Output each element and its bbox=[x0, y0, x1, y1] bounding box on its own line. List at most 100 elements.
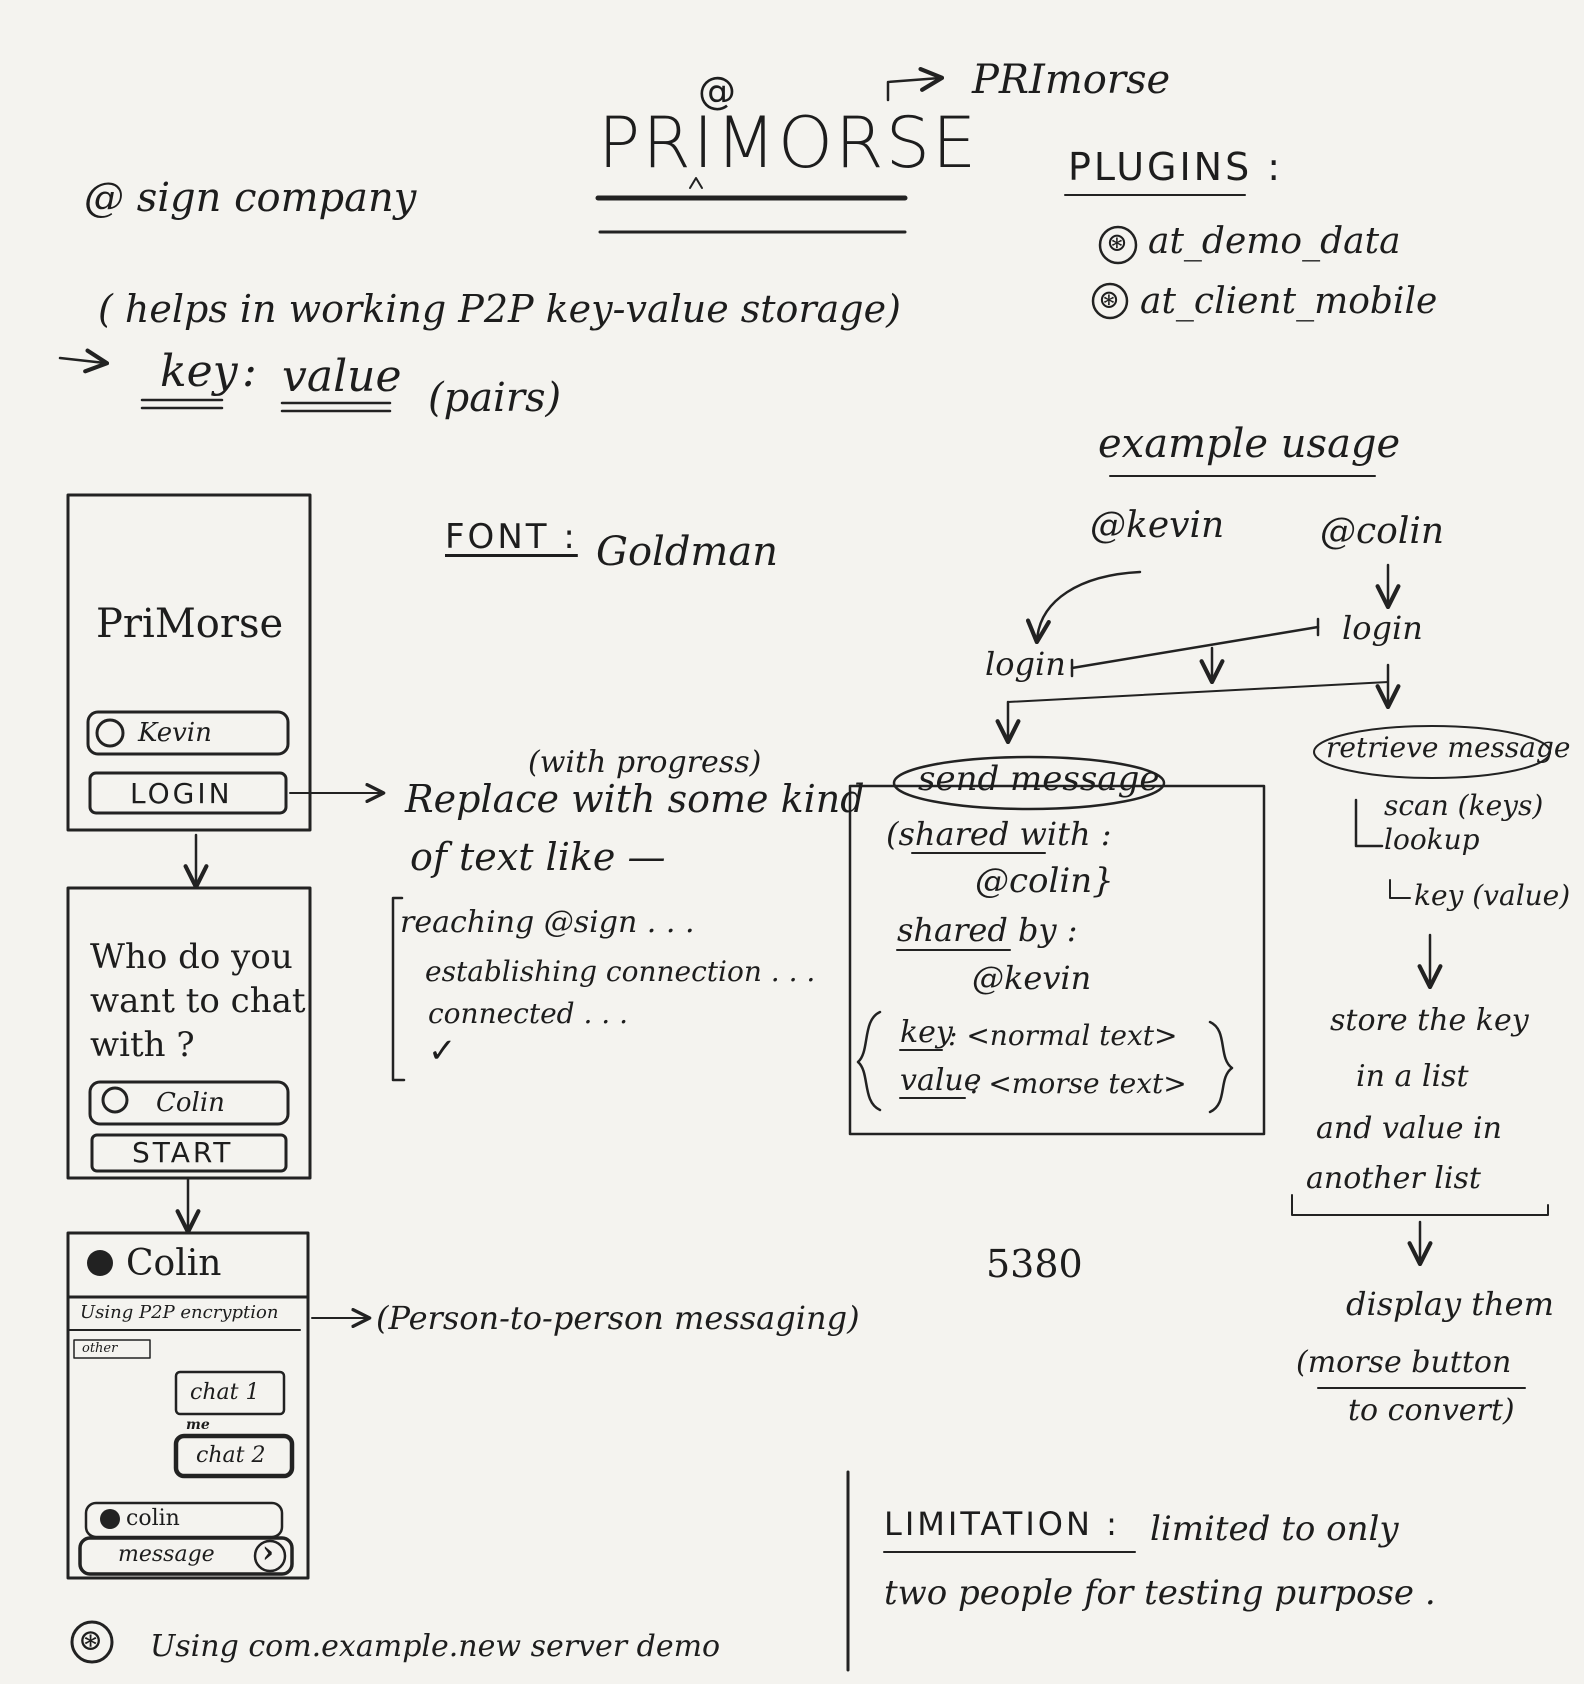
kv-value-label: value bbox=[900, 1063, 982, 1098]
login-note-line-2: of text like — bbox=[410, 835, 666, 879]
title-at-mark: @ bbox=[698, 69, 736, 113]
plugin-item-2: at_client_mobile bbox=[1140, 281, 1438, 322]
scan-step: scan (keys) bbox=[1384, 789, 1544, 822]
screen-login-input-value[interactable]: Kevin bbox=[138, 718, 212, 748]
screen-choose-button bbox=[90, 1133, 288, 1173]
login-link-line bbox=[1070, 625, 1320, 670]
title-alt-spelling: PRImorse bbox=[972, 57, 1171, 103]
example-user-colin: @colin bbox=[1320, 511, 1445, 552]
kv-value-value: : <morse text> bbox=[970, 1067, 1187, 1100]
shared-with-value: @colin} bbox=[975, 861, 1114, 901]
screen-choose-question-2: want to chat bbox=[90, 981, 306, 1021]
key-double-underline bbox=[140, 398, 224, 410]
retrieve-message-label: retrieve message bbox=[1326, 731, 1571, 764]
screen-chat-bubble-2-label: me bbox=[186, 1417, 210, 1433]
limitation-line-1: limited to only bbox=[1150, 1509, 1399, 1549]
retrieve-message-oval bbox=[1313, 725, 1551, 779]
kv-key-label: key bbox=[900, 1015, 953, 1050]
example-user-kevin: @kevin bbox=[1090, 505, 1225, 546]
login-note-with-progress: (with progress) bbox=[528, 745, 762, 780]
lookup-step: lookup bbox=[1384, 823, 1480, 856]
screen-chat-bubble-2-text: chat 2 bbox=[196, 1443, 266, 1468]
screen-chat-banner: Using P2P encryption bbox=[80, 1302, 279, 1323]
intro-line-2: ( helps in working P2P key-value storage… bbox=[98, 287, 901, 331]
screen-chat-other-tag bbox=[73, 1339, 151, 1359]
send-message-oval bbox=[892, 755, 1166, 811]
send-message-box bbox=[848, 784, 1266, 1136]
screen-login-frame bbox=[66, 493, 312, 832]
screen-choose-at-icon bbox=[101, 1086, 129, 1114]
chat-note: (Person-to-person messaging) bbox=[376, 1299, 860, 1337]
store-line-2: in a list bbox=[1356, 1059, 1469, 1094]
example-heading: example usage bbox=[1098, 421, 1401, 467]
screen-chat-bubble-1-text: chat 1 bbox=[190, 1380, 260, 1405]
value-double-underline bbox=[280, 401, 392, 413]
screen-chat-send-button bbox=[253, 1539, 287, 1573]
screen-choose-input-value[interactable]: Colin bbox=[156, 1088, 225, 1118]
kv-key-value: : <normal text> bbox=[948, 1019, 1178, 1052]
intro-line-1: @ sign company bbox=[84, 175, 417, 221]
font-label: FONT : bbox=[445, 517, 578, 557]
screen-login-button bbox=[88, 771, 288, 815]
login-note-check: ✓ bbox=[428, 1031, 457, 1071]
display-line-2: (morse button bbox=[1296, 1345, 1512, 1380]
example-login-colin: login bbox=[1342, 609, 1423, 647]
plugins-heading: PLUGINS : bbox=[1068, 145, 1284, 189]
screen-chat-message-field bbox=[78, 1536, 294, 1576]
screen-chat-message-placeholder[interactable]: message bbox=[118, 1542, 215, 1567]
send-message-label: send message bbox=[918, 759, 1160, 799]
split-line bbox=[1007, 681, 1389, 703]
screen-chat-to-value[interactable]: colin bbox=[126, 1506, 180, 1531]
login-note-step-1: reaching @sign . . . bbox=[400, 905, 695, 940]
shared-by-label: shared by : bbox=[897, 911, 1078, 949]
login-note-step-3: connected . . . bbox=[428, 997, 629, 1030]
screen-chat-send-icon[interactable]: › bbox=[262, 1535, 274, 1570]
page-number: 5380 bbox=[986, 1242, 1083, 1286]
screen-choose-question-1: Who do you bbox=[90, 937, 293, 977]
kv-right-brace bbox=[1208, 1020, 1234, 1114]
login-note-line-1: Replace with some kind bbox=[405, 777, 865, 821]
display-line-3: to convert) bbox=[1348, 1393, 1515, 1428]
store-line-4: another list bbox=[1306, 1161, 1481, 1196]
screen-login-button-label[interactable]: LOGIN bbox=[130, 777, 233, 810]
store-bracket bbox=[1291, 1194, 1549, 1216]
screen-chat-avatar bbox=[87, 1250, 113, 1276]
kv-left-brace bbox=[856, 1010, 882, 1112]
retrieve-to-scan-arrow bbox=[1354, 798, 1384, 848]
screen-choose-question-3: with ? bbox=[90, 1025, 195, 1065]
intro-key: key bbox=[160, 346, 238, 397]
limitation-label: LIMITATION : bbox=[884, 1505, 1120, 1543]
screen-login-app-name: PriMorse bbox=[96, 601, 284, 647]
screen-choose-button-label[interactable]: START bbox=[132, 1136, 234, 1169]
limitation-line-2: two people for testing purpose . bbox=[884, 1573, 1436, 1613]
screen-login-at-icon bbox=[95, 718, 125, 748]
store-line-1: store the key bbox=[1330, 1003, 1529, 1038]
plugin-bullet-glyph-2: ⊛ bbox=[1098, 285, 1120, 315]
screen-chat-header: Colin bbox=[126, 1243, 222, 1284]
lookup-to-key-arrow bbox=[1389, 879, 1411, 899]
plugin-bullet-1 bbox=[1098, 225, 1138, 265]
intro-pairs: (pairs) bbox=[428, 375, 562, 421]
screen-choose-input bbox=[88, 1080, 290, 1126]
screen-chat-bubble-2 bbox=[173, 1433, 295, 1479]
page-title: PRIMORSE bbox=[598, 102, 979, 184]
shared-by-value: @kevin bbox=[972, 959, 1092, 997]
plugin-bullet-2 bbox=[1091, 282, 1129, 320]
footnote-text: Using com.example.new server demo bbox=[150, 1629, 721, 1664]
font-value: Goldman bbox=[596, 529, 778, 575]
shared-with-label: (shared with : bbox=[886, 815, 1112, 853]
key-value-step: key (value) bbox=[1414, 879, 1571, 912]
screen-login-input bbox=[86, 710, 290, 756]
title-caret bbox=[689, 177, 703, 189]
plugin-bullet-glyph-1: ⊛ bbox=[1106, 228, 1128, 258]
intro-colon: : bbox=[242, 346, 257, 397]
progress-bracket bbox=[391, 896, 406, 1082]
screen-choose-frame bbox=[66, 886, 312, 1180]
display-line-1: display them bbox=[1346, 1285, 1554, 1323]
screen-chat-other-label: other bbox=[82, 1341, 118, 1356]
kevin-to-login-arrow bbox=[1025, 570, 1142, 645]
intro-value: value bbox=[282, 351, 402, 402]
title-pointer-arrow bbox=[886, 66, 945, 102]
login-note-step-2: establishing connection . . . bbox=[425, 955, 816, 988]
